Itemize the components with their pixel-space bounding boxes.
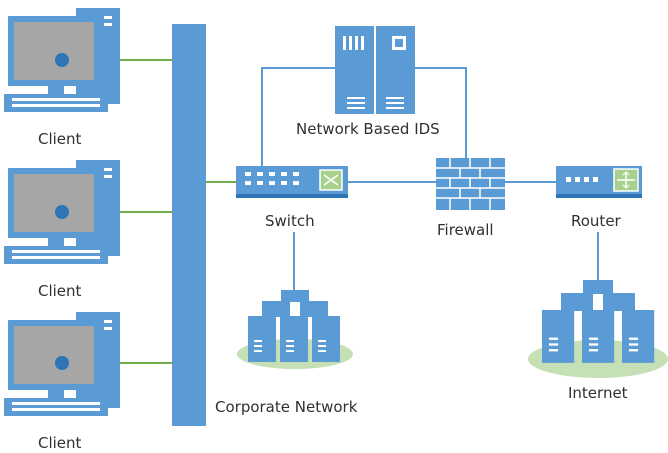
corporate-network-label: Corporate Network: [215, 398, 358, 416]
client-3-port: [55, 356, 69, 370]
internet-label: Internet: [568, 384, 628, 402]
internet-cluster-icon: [528, 280, 668, 378]
switch-label: Switch: [265, 212, 315, 230]
client-3-label: Client: [38, 434, 82, 452]
network-bus: [172, 24, 206, 426]
firewall-icon: [436, 158, 505, 210]
firewall-label: Firewall: [437, 221, 494, 239]
client-2-port: [55, 205, 69, 219]
switch-icon: [236, 166, 348, 198]
router-label: Router: [571, 212, 621, 230]
client-2-label: Client: [38, 282, 82, 300]
corporate-cluster-icon: [237, 290, 353, 369]
ids-label: Network Based IDS: [296, 120, 440, 138]
ids-server-icon: [335, 26, 415, 114]
router-icon: [556, 166, 642, 198]
client-1-port: [55, 53, 69, 67]
client-1-label: Client: [38, 130, 82, 148]
